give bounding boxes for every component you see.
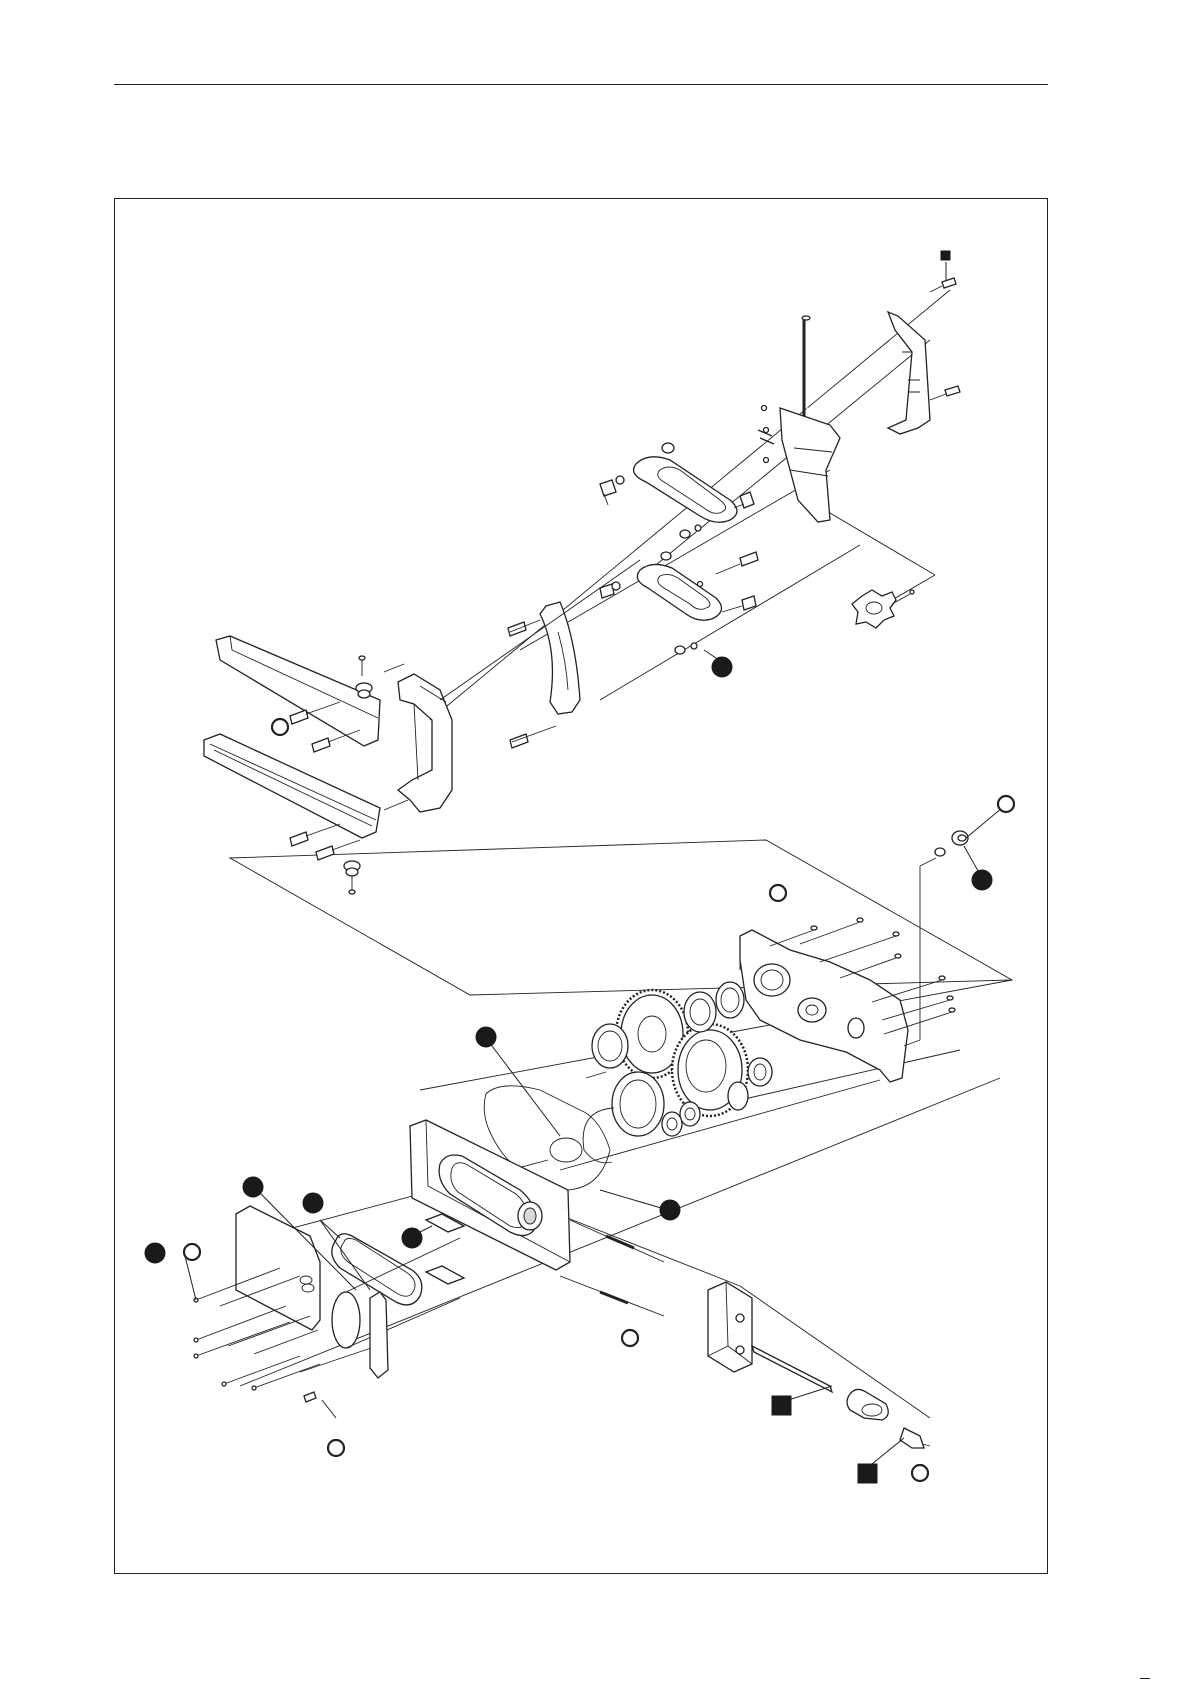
lower-left-arm (204, 734, 380, 838)
left-cover-plate (236, 1206, 320, 1330)
top-right-nut (904, 831, 968, 1046)
lower-oval-plate (637, 564, 721, 620)
curved-bracket (780, 408, 840, 522)
left-flange (370, 1292, 388, 1378)
gear-large-lower (672, 1024, 748, 1116)
top-right-bracket (888, 312, 930, 434)
left-end-frame (398, 674, 452, 812)
callout-ring-4 (184, 1244, 200, 1260)
housing-rods (560, 1220, 664, 1316)
callout-dot-6 (402, 1228, 422, 1248)
upper-left-arm (216, 636, 380, 746)
callout-ring-2 (998, 796, 1014, 812)
callout-ring-1 (272, 719, 288, 735)
gasket-port (550, 1138, 582, 1162)
callout-square-2 (772, 1396, 791, 1415)
callout-dot-3 (476, 1027, 496, 1047)
callout-dot-4 (243, 1177, 263, 1197)
callout-ring-3 (770, 885, 786, 901)
callout-dot-1 (712, 657, 732, 677)
callout-dot-2 (972, 870, 992, 890)
callout-dot-8 (145, 1243, 165, 1263)
callout-square-1 (941, 251, 950, 260)
callout-ring-7 (912, 1465, 928, 1481)
callout-dot-7 (660, 1200, 680, 1220)
small-brackets (426, 1214, 464, 1284)
star-knob (852, 590, 914, 628)
callout-ring-6 (328, 1440, 344, 1456)
callout-square-3 (858, 1464, 877, 1483)
callout-ring-5 (622, 1330, 638, 1346)
callout-dot-5 (303, 1193, 323, 1213)
upper-main-axis (440, 560, 640, 700)
